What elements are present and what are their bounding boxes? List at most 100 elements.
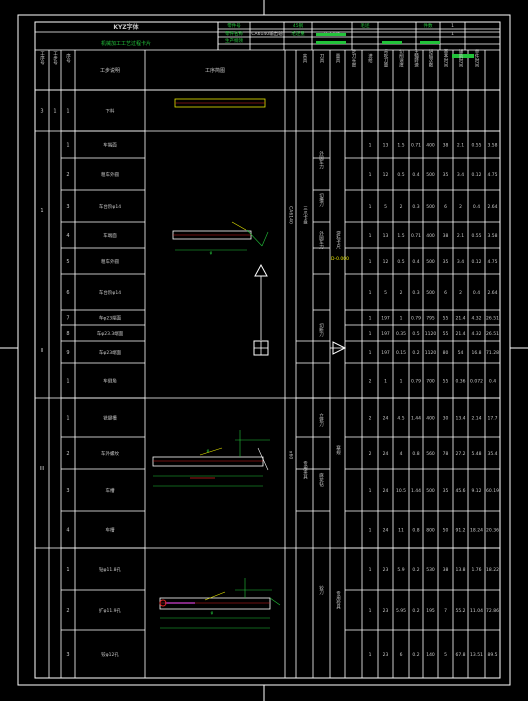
row-value: 0.3 [412,290,419,296]
col-header: 主轴转速 [414,48,419,69]
row-value: 1.44 [411,416,421,422]
row-value: 1 [369,608,372,614]
col-header: 工序号 [40,51,45,66]
row-value: 2 [459,204,462,210]
row-value: 1 [400,379,403,385]
row-value: 400 [426,233,435,239]
row-value: 140 [426,652,435,658]
row-value: 2 [369,416,372,422]
row-value: 71.28 [486,350,499,356]
row-value: 0.71 [411,143,421,149]
col-header: 进给 [368,52,373,64]
row-value: 80 [443,350,449,356]
row-desc: 车槽 [106,487,115,494]
row-value: 197 [381,316,390,322]
vertical-label-fixture1: CA6140 [288,206,294,224]
row-value: 0.2 [412,652,419,658]
row-value: 26.51 [486,331,499,337]
row-value: 195 [426,608,435,614]
row-value: 55 [443,331,449,337]
vertical-label-gauge2: 塞规 [336,444,341,456]
row-value: 18.24 [470,528,483,534]
row-value: 12 [383,259,389,265]
row-value: 1 [369,652,372,658]
row-value: 89.5 [487,652,497,658]
row-value: 6 [444,204,447,210]
row-value: 35 [443,172,449,178]
row-value: 55 [443,316,449,322]
row-value: 4.75 [487,259,497,265]
row-desc: 车台阶φ14 [99,289,121,296]
leader-line [246,229,263,247]
row-value: 5.48 [471,451,481,457]
row-value: 500 [426,172,435,178]
header-highlight [382,41,402,44]
row-value: 10.5 [396,488,406,494]
row-value: 0.5 [412,331,419,337]
vertical-label-fixture3: x60 [288,451,294,460]
row-desc: 车φ23端面 [99,349,122,356]
row-seq: 6 [66,290,69,296]
row-value: 400 [426,143,435,149]
row-sub: 1 [53,109,56,115]
row-value: 67.8 [455,652,465,658]
row-value: 35 [443,488,449,494]
row-value: 0.5 [397,259,404,265]
chuck-mark-icon [159,599,167,607]
row-value: 2 [400,290,403,296]
row-seq: 9 [66,350,69,356]
row-desc: 车台阶φ14 [99,203,121,210]
vertical-label-cutter7: 铰刀 [319,584,324,596]
row-value: 1 [369,259,372,265]
row-value: 0.4 [412,259,419,265]
row-value: 1120 [425,350,437,356]
row-value: 18.22 [486,567,499,573]
row-value: 13 [383,233,389,239]
row-value: 4.32 [471,316,481,322]
row-value: 0.2 [412,608,419,614]
row-value: 38 [443,567,449,573]
row-value: 2 [459,290,462,296]
row-value: 5.95 [396,608,406,614]
row-seq: 5 [66,259,69,265]
col-header: 辅助时间 [458,48,463,69]
row-value: 1 [369,488,372,494]
vertical-label-gauge1: 游标卡尺 [336,230,341,251]
row-value: 23 [383,608,389,614]
row-desc: 铰φ12孔 [101,651,119,658]
row-value: 0.79 [411,316,421,322]
row-value: 4.5 [397,416,404,422]
row-value: 24 [383,416,389,422]
leader-line [199,447,223,456]
row-value: 1120 [425,331,437,337]
row-value: 5 [384,290,387,296]
tool-mark [257,447,269,471]
row-value: 1.76 [471,567,481,573]
vertical-label-cutter6: 麻花钻 [319,472,324,488]
row-value: 91.2 [455,528,465,534]
row-value: 2 [369,451,372,457]
row-value: 38 [443,143,449,149]
row-value: 11 [398,528,404,534]
row-value: 24 [383,488,389,494]
row-desc: 钻φ11.8孔 [99,566,121,573]
row-value: 27.2 [455,451,465,457]
row-desc: 车端面 [103,142,117,149]
row-value: 21.4 [455,331,465,337]
vertical-label-cutter2: 切槽刀 [319,192,324,208]
row-value: 1 [369,331,372,337]
row-value: 1 [369,528,372,534]
dimension-text: φ [207,448,210,453]
section-op: 1 [40,208,43,214]
row-seq: 7 [66,316,69,322]
row-desc: 扩φ11.9孔 [99,607,121,614]
row-value: 1 [400,316,403,322]
row-value: 3.4 [457,259,464,265]
row-value: 9.12 [471,488,481,494]
drawing-note: D-0.000 [331,256,349,262]
sheet-subtitle: 机械加工工艺过程卡片 [101,40,151,47]
header-highlight [420,41,440,44]
row-value: 35.4 [487,451,497,457]
row-value: 26.51 [486,316,499,322]
